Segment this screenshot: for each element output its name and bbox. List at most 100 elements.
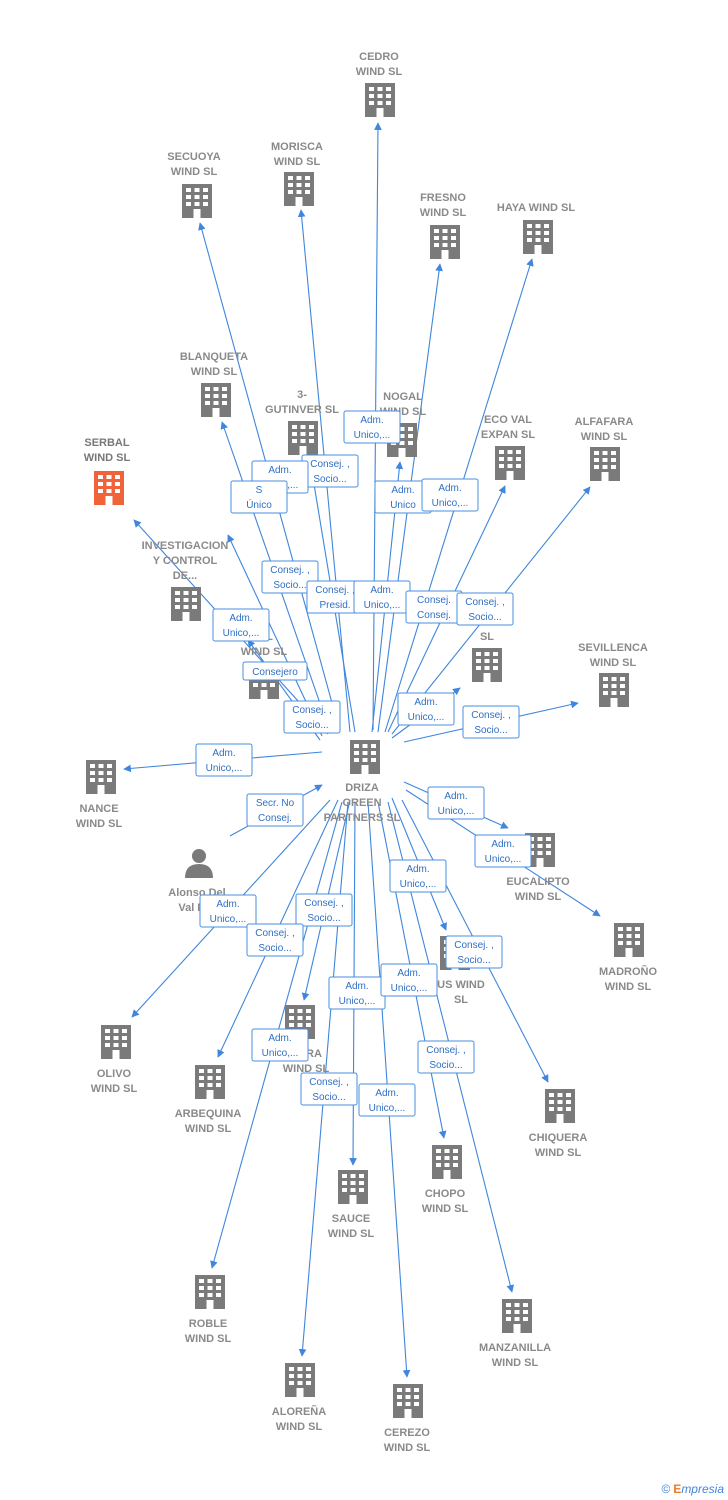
edge-label-l21[interactable]: Adm.Unico,... bbox=[389, 859, 447, 893]
edge-label-l10[interactable]: Consej.Consej. bbox=[405, 590, 463, 624]
node-olivo-label-line: WIND SL bbox=[91, 1083, 138, 1095]
edge-label-l22[interactable]: Adm.Unico,... bbox=[199, 894, 257, 928]
node-cerezo-label-line: WIND SL bbox=[384, 1442, 431, 1454]
edge-label-l16[interactable]: Consej. ,Socio... bbox=[462, 705, 520, 739]
edge-label-l23[interactable]: Consej. ,Socio... bbox=[295, 893, 353, 927]
edge-label-l31[interactable]: Adm.Unico,... bbox=[358, 1083, 416, 1117]
edge-label-text: Socio... bbox=[474, 725, 507, 736]
edge-label-l15[interactable]: Adm.Unico,... bbox=[397, 692, 455, 726]
person-icon bbox=[185, 849, 213, 878]
edge-label-l28[interactable]: Adm.Unico,... bbox=[251, 1028, 309, 1062]
edge-label-l17[interactable]: Adm.Unico,... bbox=[195, 743, 253, 777]
edge-label-l8[interactable]: Consej. ,Presid. bbox=[306, 580, 364, 614]
node-o_sl[interactable]: OSL bbox=[472, 616, 502, 682]
edge-label-text: Unico,... bbox=[369, 1103, 406, 1114]
node-manzanilla-label-line: WIND SL bbox=[492, 1357, 539, 1369]
edge-label-l25[interactable]: Consej. ,Socio... bbox=[445, 935, 503, 969]
edge-label-text: S bbox=[256, 485, 263, 496]
edge-label-text: Socio... bbox=[258, 943, 291, 954]
edge-label-l19[interactable]: Adm.Unico,... bbox=[427, 786, 485, 820]
edge-label-text: Adm. bbox=[360, 415, 383, 426]
edge-label-l20[interactable]: Adm.Unico,... bbox=[474, 834, 532, 868]
node-eucalipto-label-line: EUCALIPTO bbox=[506, 876, 570, 888]
edge-label-text: Consejero bbox=[252, 667, 298, 678]
edge-label-l26[interactable]: Adm.Unico,... bbox=[328, 976, 386, 1010]
edge-label-text: Unico,... bbox=[400, 879, 437, 890]
edge-label-box bbox=[456, 592, 514, 626]
building-icon bbox=[94, 471, 124, 505]
edge-label-l27[interactable]: Adm.Unico,... bbox=[380, 963, 438, 997]
copyright-icon: © bbox=[661, 1482, 671, 1496]
edge-label-l7[interactable]: Consej. ,Socio... bbox=[261, 560, 319, 594]
node-chiquera-label-line: CHIQUERA bbox=[529, 1132, 588, 1144]
edge-label-l29[interactable]: Consej. ,Socio... bbox=[300, 1072, 358, 1106]
node-gutinver[interactable]: 3-GUTINVER SL bbox=[265, 389, 339, 455]
node-cedro-label-line: CEDRO bbox=[359, 51, 399, 63]
edge-label-l13[interactable]: Consejero bbox=[242, 661, 308, 681]
edge-label-text: Adm. bbox=[444, 791, 467, 802]
edge-label-l24[interactable]: Consej. ,Socio... bbox=[246, 923, 304, 957]
edge-label-l6[interactable]: Adm.Unico,... bbox=[421, 478, 479, 512]
node-nogal-label-line: NOGAL bbox=[383, 391, 423, 403]
node-roble[interactable]: ROBLE WIND SL bbox=[185, 1275, 232, 1345]
edge-label-text: Consej. bbox=[417, 610, 451, 621]
edge-label-box bbox=[242, 661, 308, 681]
node-arbequina-label-line: WIND SL bbox=[185, 1123, 232, 1135]
node-gutinver-label-line: 3- bbox=[297, 389, 307, 401]
node-alorena-label-line: WIND SL bbox=[276, 1421, 323, 1433]
node-o_sl-label-line: SL bbox=[480, 631, 494, 643]
edge-label-text: Adm. bbox=[438, 483, 461, 494]
node-roble-label-line: ROBLE bbox=[189, 1318, 228, 1330]
node-us_wind-label-line: US WIND bbox=[437, 979, 485, 991]
node-haya[interactable]: HAYA WIND SL bbox=[497, 202, 576, 254]
edge-label-l5[interactable]: Adm.Unico bbox=[374, 480, 432, 514]
node-sevillenca-label-line: SEVILLENCA bbox=[578, 642, 648, 654]
node-chiquera-label-line: WIND SL bbox=[535, 1147, 582, 1159]
node-roble-label-line: WIND SL bbox=[185, 1333, 232, 1345]
node-chiquera[interactable]: CHIQUERA WIND SL bbox=[529, 1089, 588, 1159]
footer-brand[interactable]: ©Empresia bbox=[661, 1482, 724, 1496]
edge-label-l14[interactable]: Consej. ,Socio... bbox=[283, 700, 341, 734]
edge-label-l1[interactable]: Adm.Unico,... bbox=[343, 410, 401, 444]
edge-label-text: Adm. bbox=[229, 613, 252, 624]
edge-label-l2[interactable]: Consej. ,Socio... bbox=[301, 454, 359, 488]
edge-label-l12[interactable]: Adm.Unico,... bbox=[212, 608, 270, 642]
edge-label-l30[interactable]: Consej. ,Socio... bbox=[417, 1040, 475, 1074]
edge-label-box bbox=[212, 608, 270, 642]
edge-label-box bbox=[445, 935, 503, 969]
edge-label-text: Unico,... bbox=[408, 712, 445, 723]
building-icon bbox=[393, 1384, 423, 1418]
edge-label-box bbox=[230, 480, 288, 514]
edge-label-l9[interactable]: Adm.Unico,... bbox=[353, 580, 411, 614]
edge-label-l4[interactable]: S Único bbox=[230, 480, 288, 514]
edge-label-text: Único bbox=[246, 498, 272, 511]
edge-label-box bbox=[427, 786, 485, 820]
node-fresno-label-line: WIND SL bbox=[420, 207, 467, 219]
edge-label-l11[interactable]: Consej. ,Socio... bbox=[456, 592, 514, 626]
edge-label-box bbox=[417, 1040, 475, 1074]
